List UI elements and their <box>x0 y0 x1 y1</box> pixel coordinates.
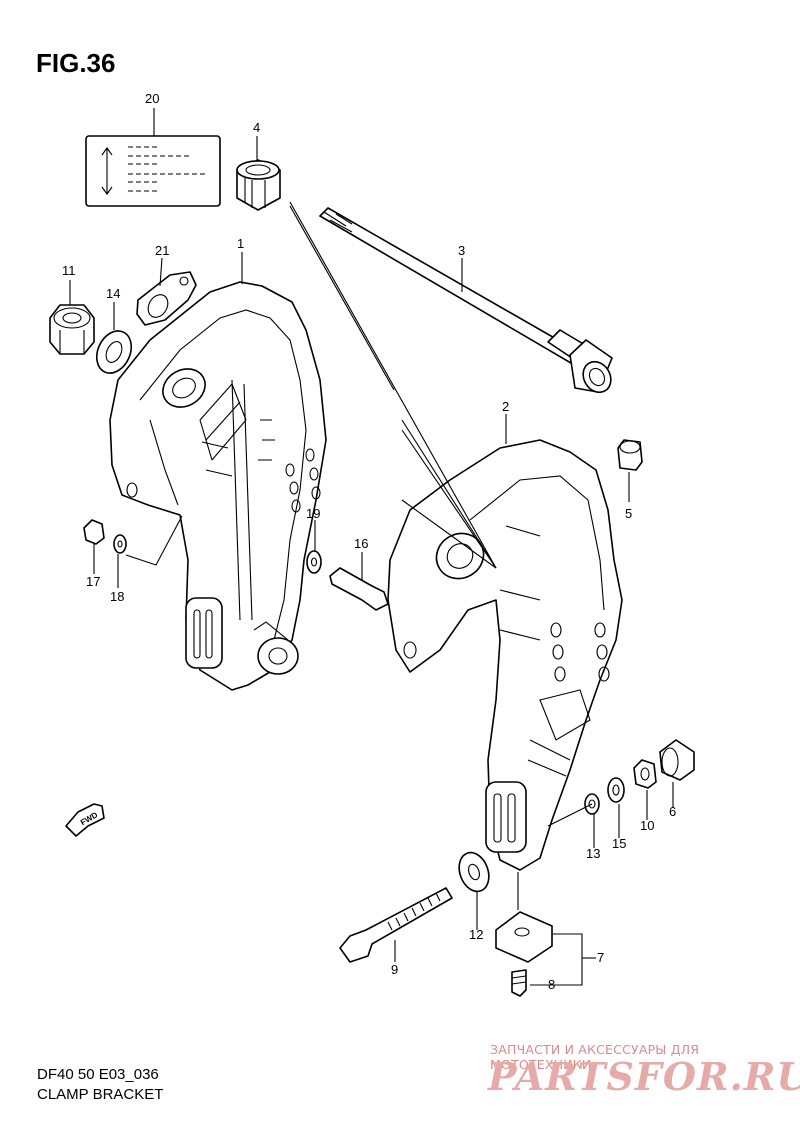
fig-title: FIG.36 <box>36 48 116 78</box>
part-4-bushing[interactable] <box>236 159 281 211</box>
callout-12[interactable]: 12 <box>469 927 483 942</box>
part-8-screw[interactable] <box>511 969 527 997</box>
callout-labels: 20 4 3 1 21 11 14 2 5 19 16 17 18 6 10 1… <box>62 91 676 992</box>
figure-caption: CLAMP BRACKET <box>37 1086 164 1103</box>
callout-6[interactable]: 6 <box>669 804 676 819</box>
callout-2[interactable]: 2 <box>502 399 509 414</box>
part-9-bolt[interactable] <box>339 887 453 963</box>
part-15-washer[interactable] <box>607 777 625 803</box>
part-3-tilt-bolt[interactable] <box>319 207 616 397</box>
leader-lines <box>69 108 674 986</box>
part-20-label-plate[interactable] <box>85 135 221 207</box>
part-21-lock-plate[interactable] <box>136 271 197 326</box>
part-7-stopper-block[interactable] <box>495 911 553 963</box>
callout-7[interactable]: 7 <box>597 950 604 965</box>
callout-15[interactable]: 15 <box>612 836 626 851</box>
part-16-pin[interactable] <box>329 567 389 611</box>
callout-11[interactable]: 11 <box>62 263 76 278</box>
callout-4[interactable]: 4 <box>253 120 260 135</box>
callout-10[interactable]: 10 <box>640 818 654 833</box>
callout-18[interactable]: 18 <box>110 589 124 604</box>
callout-17[interactable]: 17 <box>86 574 100 589</box>
part-19-washer[interactable] <box>306 550 322 574</box>
callout-14[interactable]: 14 <box>106 286 120 301</box>
callout-16[interactable]: 16 <box>354 536 368 551</box>
part-17-nut[interactable] <box>83 519 105 545</box>
forward-direction-arrow: FWD <box>65 803 105 837</box>
callout-5[interactable]: 5 <box>625 506 632 521</box>
part-10-nut[interactable] <box>633 759 657 789</box>
part-6-cap[interactable] <box>659 739 695 781</box>
part-18-washer[interactable] <box>113 534 127 554</box>
callout-3[interactable]: 3 <box>458 243 465 258</box>
callout-8[interactable]: 8 <box>548 977 555 992</box>
callout-19[interactable]: 19 <box>306 506 320 521</box>
part-5-bushing[interactable] <box>617 439 643 471</box>
model-code: DF40 50 E03_036 <box>37 1066 159 1083</box>
part-12-washer[interactable] <box>454 848 494 895</box>
part-2-clamp-bracket[interactable] <box>387 439 623 871</box>
part-11-nut[interactable] <box>49 304 95 355</box>
callout-9[interactable]: 9 <box>391 962 398 977</box>
part-14-washer[interactable] <box>90 325 138 378</box>
callout-20[interactable]: 20 <box>145 91 159 106</box>
callout-13[interactable]: 13 <box>586 846 600 861</box>
watermark-tagline: ЗАПЧАСТИ И АКСЕССУАРЫ ДЛЯ МОТОТЕХНИКИ <box>490 1042 700 1072</box>
part-1-clamp-bracket[interactable] <box>109 281 327 691</box>
watermark-brand: PARTSFOR.RU <box>488 1054 800 1099</box>
callout-21[interactable]: 21 <box>155 243 169 258</box>
callout-1[interactable]: 1 <box>237 236 244 251</box>
